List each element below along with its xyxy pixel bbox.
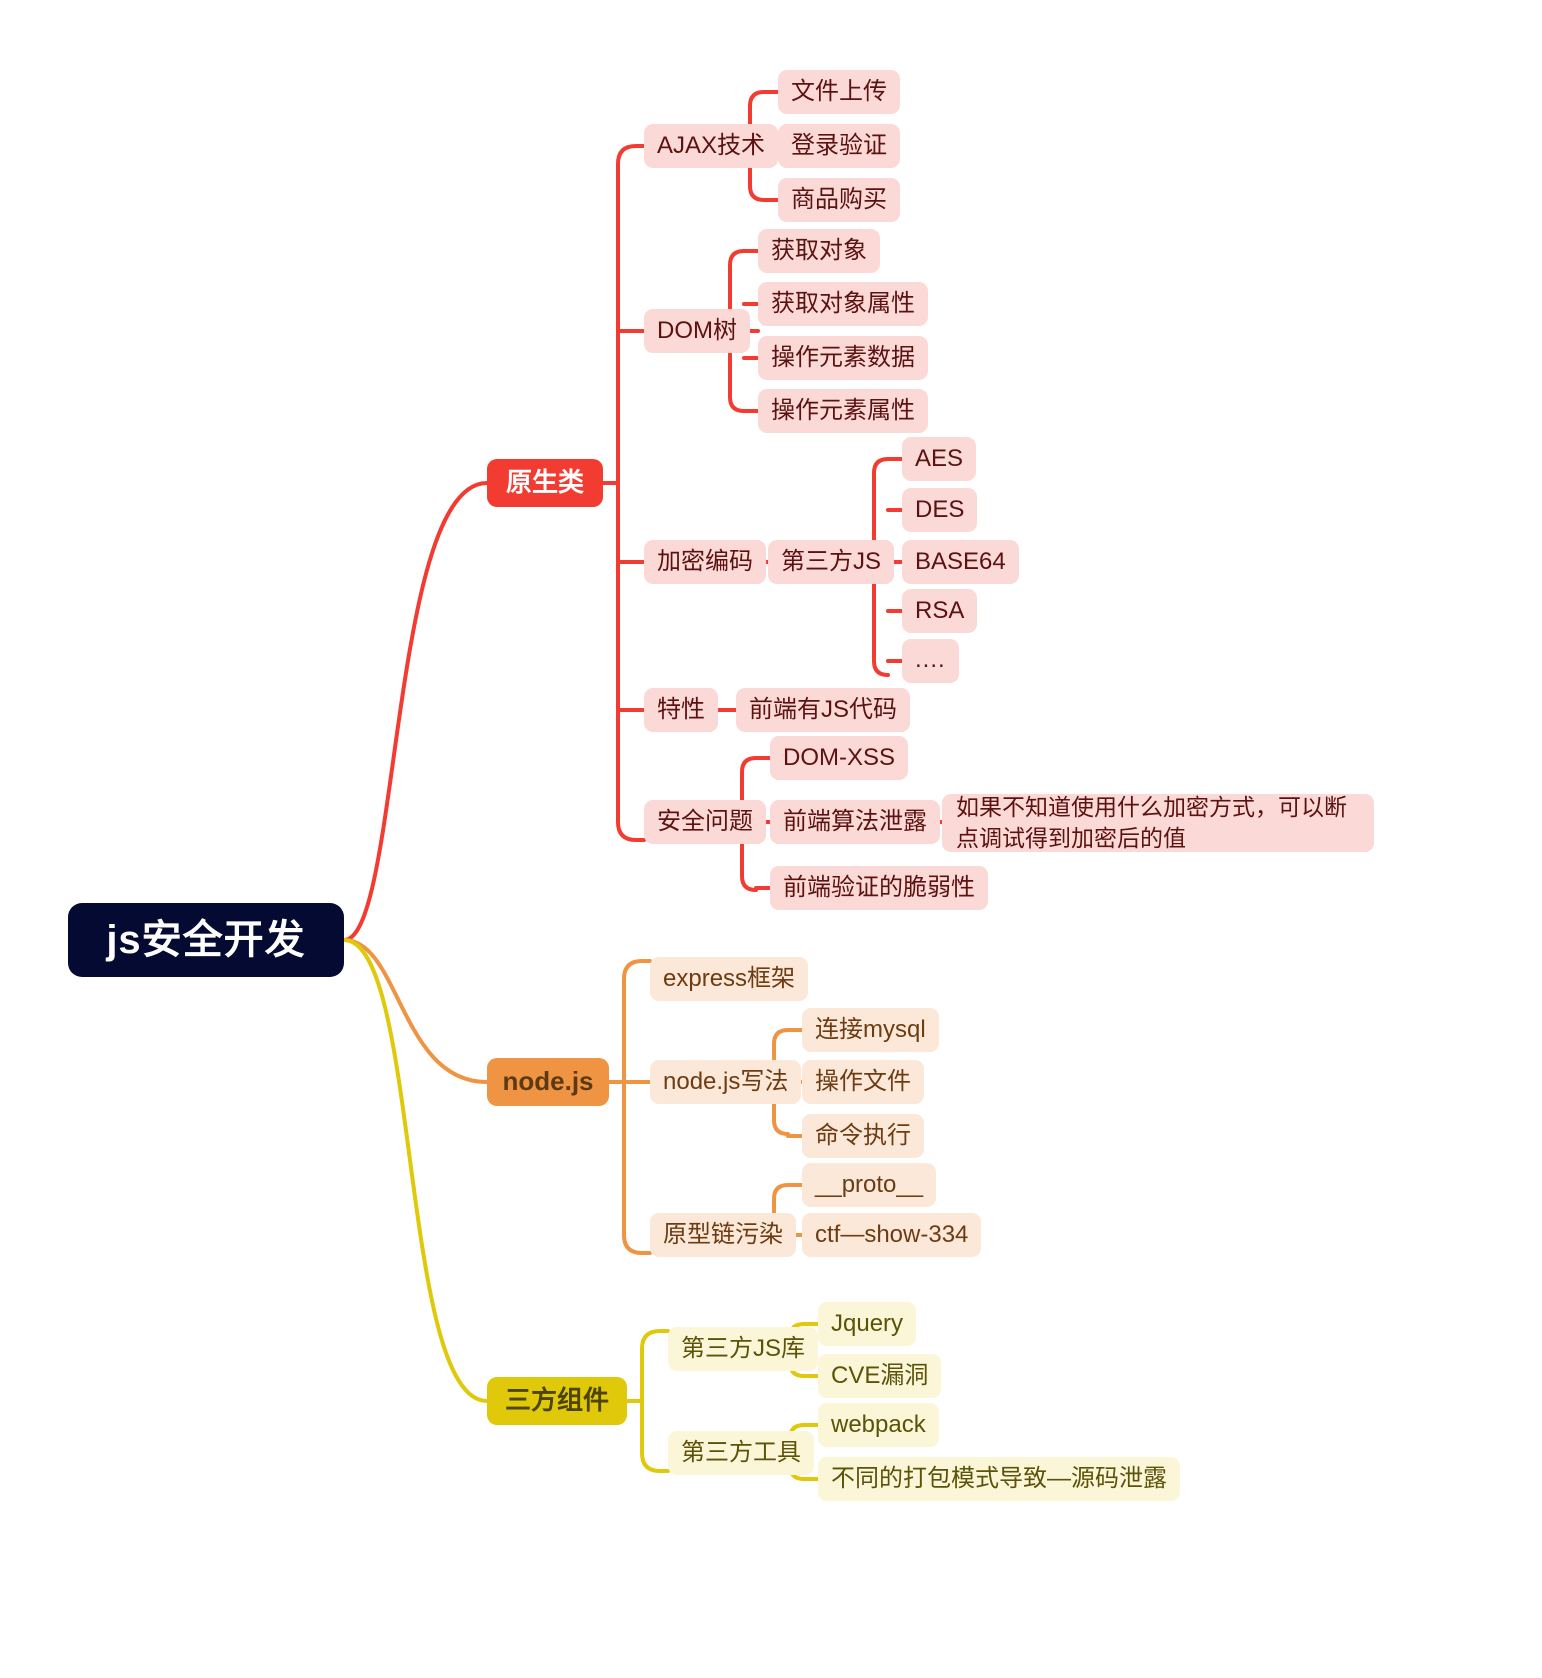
node-third-party-js-lib[interactable]: 第三方JS库: [668, 1327, 819, 1371]
root-label: js安全开发: [106, 918, 306, 962]
node-label: RSA: [915, 597, 965, 625]
node-label: 前端验证的脆弱性: [783, 874, 975, 902]
node-label: 文件上传: [791, 78, 887, 106]
node-label: Jquery: [831, 1310, 904, 1338]
node-label: node.js写法: [663, 1068, 789, 1096]
node-express-framework[interactable]: express框架: [650, 957, 809, 1001]
node-get-object[interactable]: 获取对象: [758, 229, 880, 273]
node-label: 操作元素属性: [771, 397, 915, 425]
node-des[interactable]: DES: [902, 488, 978, 532]
node-base64[interactable]: BASE64: [902, 540, 1019, 584]
branch-label: 三方组件: [504, 1385, 609, 1416]
node-label: 前端算法泄露: [783, 808, 927, 836]
branch-label: node.js: [502, 1066, 594, 1097]
node-label: CVE漏洞: [831, 1362, 929, 1390]
node-label: AJAX技术: [657, 132, 766, 160]
node-encryption-encoding[interactable]: 加密编码: [644, 540, 766, 584]
node-label: 商品购买: [791, 186, 887, 214]
node-label: 获取对象属性: [771, 290, 915, 318]
node-third-party-tools[interactable]: 第三方工具: [668, 1431, 814, 1475]
node-label: AES: [915, 445, 964, 473]
node-file-operations[interactable]: 操作文件: [802, 1060, 924, 1104]
node-dom-tree[interactable]: DOM树: [644, 309, 750, 353]
node-manipulate-element-data[interactable]: 操作元素数据: [758, 336, 928, 380]
node-command-execution[interactable]: 命令执行: [802, 1114, 924, 1158]
node-characteristics[interactable]: 特性: [644, 688, 718, 732]
node-label: 特性: [657, 696, 705, 724]
branch-label: 原生类: [505, 467, 584, 498]
branch-node-third-party[interactable]: 三方组件: [487, 1377, 627, 1425]
node-label: 获取对象: [771, 237, 867, 265]
node-label: 命令执行: [815, 1122, 911, 1150]
node-ctf-show-334[interactable]: ctf—show-334: [802, 1213, 982, 1257]
node-proto[interactable]: __proto__: [802, 1163, 937, 1207]
node-ellipsis[interactable]: ....: [902, 639, 959, 683]
node-frontend-validation-weak[interactable]: 前端验证的脆弱性: [770, 866, 988, 910]
node-label: 前端有JS代码: [749, 696, 898, 724]
node-ajax[interactable]: AJAX技术: [644, 124, 779, 168]
node-label: DOM树: [657, 317, 737, 345]
node-label: 加密编码: [657, 548, 753, 576]
node-label: DES: [915, 496, 965, 524]
node-algo-leak-note[interactable]: 如果不知道使用什么加密方式，可以断点调试得到加密后的值: [942, 794, 1374, 852]
node-nodejs-syntax[interactable]: node.js写法: [650, 1060, 802, 1104]
node-label: 第三方JS: [781, 548, 882, 576]
node-label: webpack: [831, 1411, 926, 1439]
node-label: __proto__: [815, 1171, 924, 1199]
node-label: 第三方工具: [681, 1439, 801, 1467]
node-jquery[interactable]: Jquery: [818, 1302, 917, 1346]
node-label: 操作元素数据: [771, 344, 915, 372]
node-login-verify[interactable]: 登录验证: [778, 124, 900, 168]
node-label: BASE64: [915, 548, 1006, 576]
branch-node-nodejs[interactable]: node.js: [487, 1058, 609, 1106]
node-rsa[interactable]: RSA: [902, 589, 978, 633]
node-label: 登录验证: [791, 132, 887, 160]
node-product-purchase[interactable]: 商品购买: [778, 178, 900, 222]
node-dom-xss[interactable]: DOM-XSS: [770, 736, 909, 780]
node-webpack[interactable]: webpack: [818, 1403, 939, 1447]
node-label: 如果不知道使用什么加密方式，可以断点调试得到加密后的值: [956, 794, 1347, 851]
node-label: 安全问题: [657, 808, 753, 836]
node-label: ....: [915, 645, 946, 673]
branch-node-native[interactable]: 原生类: [487, 459, 603, 507]
node-manipulate-element-prop[interactable]: 操作元素属性: [758, 389, 928, 433]
node-label: 操作文件: [815, 1068, 911, 1096]
node-frontend-algo-leak[interactable]: 前端算法泄露: [770, 800, 940, 844]
root-node[interactable]: js安全开发: [68, 903, 344, 977]
node-connect-mysql[interactable]: 连接mysql: [802, 1008, 939, 1052]
node-frontend-has-js-code[interactable]: 前端有JS代码: [736, 688, 911, 732]
node-label: 第三方JS库: [681, 1335, 806, 1363]
node-get-object-prop[interactable]: 获取对象属性: [758, 282, 928, 326]
node-label: 原型链污染: [663, 1221, 783, 1249]
node-label: 连接mysql: [815, 1016, 926, 1044]
node-label: 不同的打包模式导致—源码泄露: [831, 1465, 1167, 1493]
node-label: ctf—show-334: [815, 1221, 969, 1249]
node-aes[interactable]: AES: [902, 437, 977, 481]
node-bundle-mode-source-leak[interactable]: 不同的打包模式导致—源码泄露: [818, 1457, 1180, 1501]
node-security-issues[interactable]: 安全问题: [644, 800, 766, 844]
node-prototype-pollution[interactable]: 原型链污染: [650, 1213, 796, 1257]
node-file-upload[interactable]: 文件上传: [778, 70, 900, 114]
node-label: DOM-XSS: [783, 744, 896, 772]
node-third-party-js[interactable]: 第三方JS: [768, 540, 895, 584]
node-cve-vulnerability[interactable]: CVE漏洞: [818, 1354, 942, 1398]
node-label: express框架: [663, 965, 796, 993]
